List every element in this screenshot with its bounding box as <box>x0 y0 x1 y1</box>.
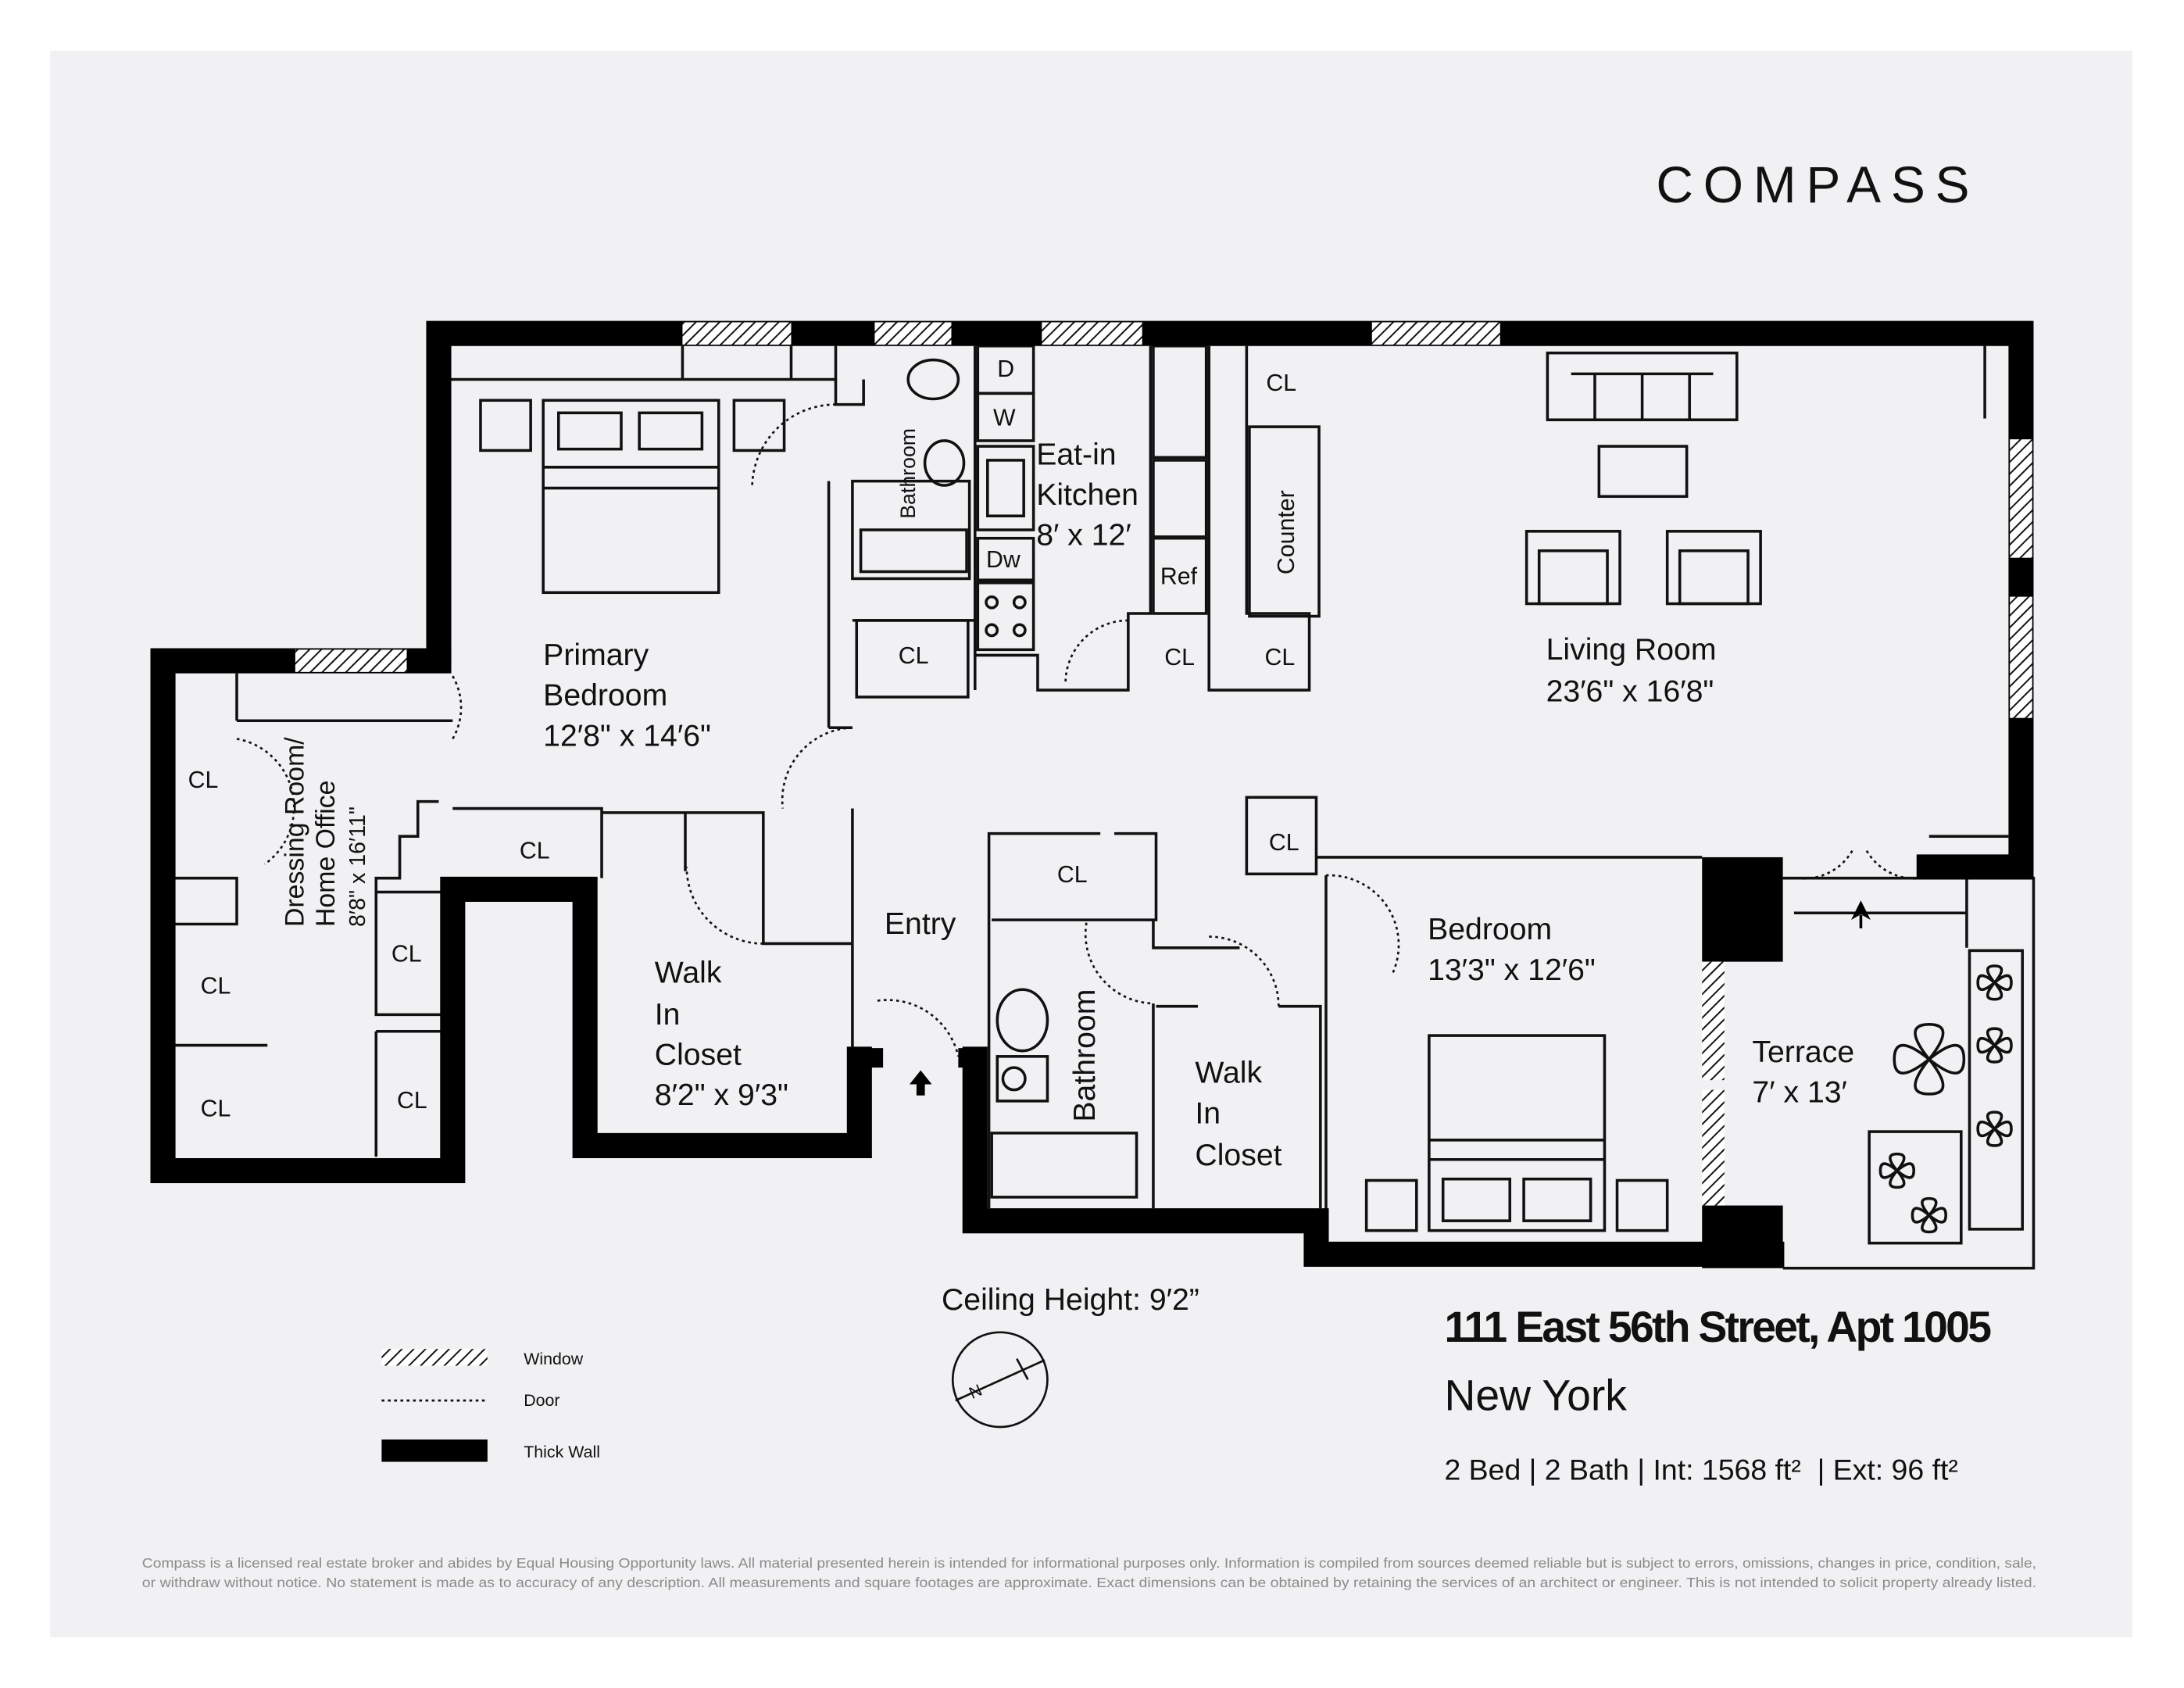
plant-icon <box>1976 1027 2013 1064</box>
walk-in-closet-label: In <box>655 998 681 1032</box>
terrace-label: Terrace <box>1752 1035 1854 1069</box>
closet-label: CL <box>201 974 231 1000</box>
closet-label: CL <box>391 942 422 967</box>
closet-label: CL <box>520 839 550 864</box>
door-swings <box>236 403 1923 1057</box>
primary-bedroom-label: Primary <box>543 638 649 672</box>
bedroom-label: Bedroom <box>1428 913 1552 946</box>
closet-label: CL <box>1266 370 1296 396</box>
disclaimer-line-1: Compass is a licensed real estate broker… <box>142 1556 2036 1571</box>
primary-bedroom-dims: 12′8" x 14′6" <box>543 719 711 753</box>
living-room-label: Living Room <box>1546 633 1717 667</box>
living-room-dims: 23′6" x 16′8" <box>1546 674 1714 708</box>
legend-thick-wall-label: Thick Wall <box>524 1443 600 1461</box>
plant-icon <box>1878 1152 1915 1189</box>
dressing-room-dims: 8′8" x 16′11" <box>345 806 370 927</box>
walk-in-closet-2-label: Walk <box>1195 1057 1262 1090</box>
fixture-labels: CL CL CL CL CL CL CL CL CL CL CL CL D W … <box>188 356 1299 1122</box>
listing-stats: 2 Bed | 2 Bath | Int: 1568 ft² | Ext: 96… <box>1444 1454 1957 1486</box>
kitchen-label: Eat-in <box>1036 438 1116 471</box>
window <box>874 322 952 345</box>
kitchen-label: Kitchen <box>1036 478 1138 512</box>
window <box>1042 322 1142 345</box>
dressing-room-label: Home Office <box>311 780 341 927</box>
kitchen-dims: 8′ x 12′ <box>1036 519 1131 553</box>
bathroom-2-label: Bathroom <box>1068 989 1102 1122</box>
walk-in-closet-dims: 8′2" x 9′3" <box>655 1078 788 1112</box>
window <box>682 322 792 345</box>
bathroom-1-label: Bathroom <box>896 428 920 519</box>
ceiling-height: Ceiling Height: 9′2” <box>942 1283 1199 1317</box>
disclaimer-line-2: or withdraw without notice. No statement… <box>142 1575 2036 1590</box>
room-labels: Primary Bedroom 12′8" x 14′6" Eat-in Kit… <box>281 428 1855 1172</box>
bedroom-dims: 13′3" x 12′6" <box>1428 953 1596 987</box>
walk-in-closet-label: Walk <box>655 956 722 989</box>
closet-label: CL <box>1269 830 1299 856</box>
walk-in-closet-2-label: Closet <box>1195 1139 1281 1172</box>
plant-icon <box>1976 1110 2013 1147</box>
plant-icon <box>1893 1023 1966 1096</box>
north-arrow-icon: N <box>951 1331 1049 1429</box>
closet-label: CL <box>397 1088 427 1114</box>
logo-text: COMPASS <box>1656 156 1969 213</box>
closet-label: CL <box>201 1096 231 1121</box>
legend-thick-wall-swatch <box>381 1439 488 1462</box>
primary-bedroom-label: Bedroom <box>543 679 667 713</box>
plant-icon <box>1976 964 2013 1001</box>
closet-label: CL <box>188 767 219 793</box>
terrace-dims: 7′ x 13′ <box>1752 1076 1847 1110</box>
legend-window-label: Window <box>524 1350 584 1368</box>
window <box>2010 439 2032 558</box>
window <box>1702 961 1725 1081</box>
closet-label: CL <box>899 643 929 669</box>
plant-icon <box>1911 1196 1947 1234</box>
dressing-room-label: Dressing Room/ <box>281 737 310 927</box>
legend-window-swatch <box>381 1349 488 1366</box>
sheet-background <box>50 50 2133 1638</box>
entry-arrow-icon <box>909 1070 932 1096</box>
closet-label: CL <box>1265 645 1296 671</box>
interior-walls <box>164 344 2036 1270</box>
counter-label: Counter <box>1274 490 1299 574</box>
closet-label: CL <box>1164 645 1195 671</box>
listing-city: New York <box>1444 1372 1627 1420</box>
legend: Window Door Thick Wall <box>381 1349 600 1462</box>
dishwasher-label: Dw <box>986 547 1021 573</box>
dryer-label: D <box>997 356 1014 382</box>
window <box>2010 596 2032 718</box>
refrigerator-label: Ref <box>1160 564 1198 590</box>
washer-label: W <box>993 405 1016 431</box>
legend-door-label: Door <box>524 1391 559 1410</box>
window <box>1371 322 1500 345</box>
walk-in-closet-label: Closet <box>655 1039 742 1072</box>
window <box>295 649 407 672</box>
walk-in-closet-2-label: In <box>1195 1096 1221 1130</box>
closet-label: CL <box>1057 862 1088 888</box>
windows <box>295 322 2032 1206</box>
entry-label: Entry <box>885 907 956 941</box>
listing-address: 111 East 56th Street, Apt 1005 <box>1444 1303 1991 1351</box>
terrace-arrow-icon <box>1850 900 1871 928</box>
compass-logo: COMPASS <box>1656 156 1969 213</box>
window <box>1702 1089 1725 1206</box>
